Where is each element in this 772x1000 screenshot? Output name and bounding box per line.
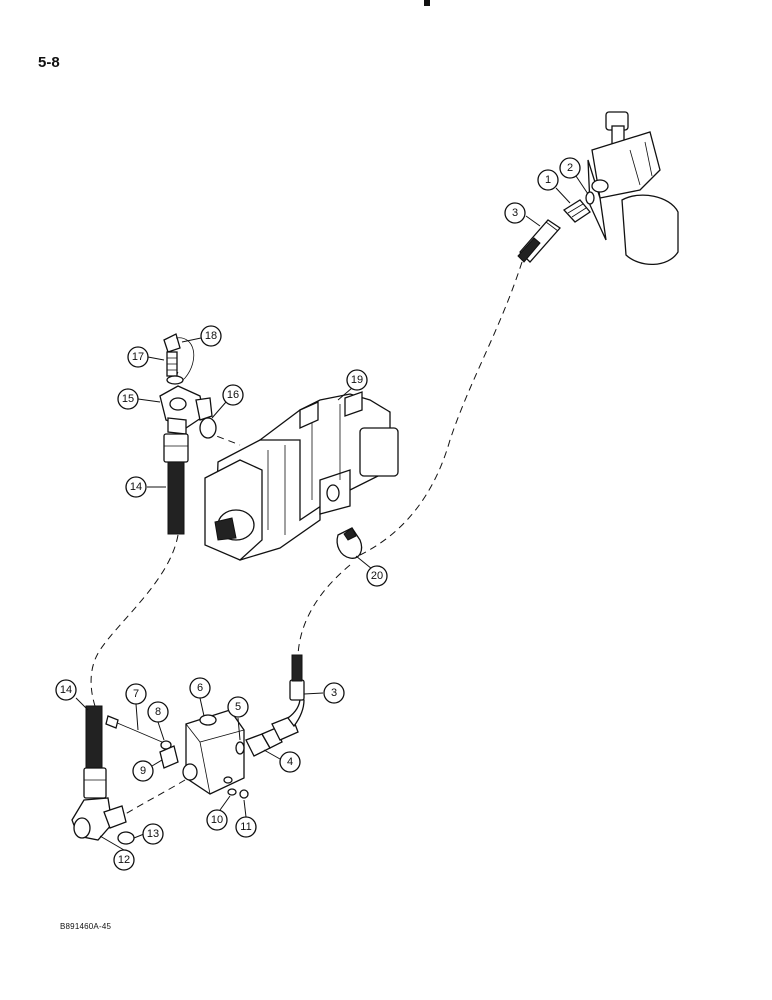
- svg-text:17: 17: [132, 351, 144, 363]
- page-number: 5-8: [38, 54, 60, 71]
- part-13-o-ring: [117, 831, 135, 845]
- callout-20: 20: [366, 565, 388, 587]
- callout-14-lower: 14: [55, 679, 77, 701]
- leader-17: [147, 356, 165, 361]
- svg-text:9: 9: [140, 765, 146, 777]
- callout-14-upper: 14: [125, 476, 147, 498]
- callout-11: 11: [235, 816, 257, 838]
- leader-10: [219, 795, 231, 811]
- part-5-o-ring: [235, 741, 245, 755]
- hose-route-lower-right: [297, 564, 351, 656]
- callout-5: 5: [227, 696, 249, 718]
- svg-text:5: 5: [235, 701, 241, 713]
- leader-8: [157, 721, 165, 741]
- leader-4: [263, 749, 281, 760]
- svg-text:19: 19: [351, 374, 363, 386]
- leader-6: [199, 697, 205, 717]
- svg-text:3: 3: [331, 687, 337, 699]
- part-3-hose-upper: [517, 219, 561, 263]
- leader-19: [337, 387, 353, 401]
- part-7-bolt: [105, 715, 163, 743]
- part-17-test-fitting: [166, 351, 184, 385]
- svg-text:20: 20: [371, 570, 383, 582]
- svg-text:8: 8: [155, 706, 161, 718]
- part-3-hose-lower: [271, 654, 305, 741]
- callout-7: 7: [125, 683, 147, 705]
- leader-11: [243, 799, 247, 818]
- callout-6: 6: [189, 677, 211, 699]
- leader-20: [355, 555, 373, 570]
- callout-3-lower: 3: [323, 682, 345, 704]
- hydraulic-pump: [204, 391, 399, 561]
- part-12-elbow: [71, 797, 127, 841]
- part-14-hose-upper: [163, 433, 189, 535]
- svg-text:16: 16: [227, 389, 239, 401]
- svg-text:14: 14: [130, 481, 142, 493]
- leader-14b: [75, 697, 89, 711]
- part-20-hose-clamp: [336, 527, 363, 559]
- svg-text:12: 12: [118, 854, 130, 866]
- svg-text:13: 13: [147, 828, 159, 840]
- hose-route-upper: [359, 261, 523, 556]
- leader-12: [99, 835, 125, 851]
- svg-text:4: 4: [287, 756, 293, 768]
- part-11-plug: [239, 789, 249, 799]
- svg-text:1: 1: [545, 174, 551, 186]
- callout-16: 16: [222, 384, 244, 406]
- part-9-spacer: [159, 745, 179, 769]
- leader-3a: [525, 215, 541, 227]
- callout-13: 13: [142, 823, 164, 845]
- svg-text:18: 18: [205, 330, 217, 342]
- leader-16: [211, 401, 227, 419]
- top-edge-mark: [424, 0, 430, 6]
- leader-9: [151, 759, 163, 767]
- svg-text:7: 7: [133, 688, 139, 700]
- callout-15: 15: [117, 388, 139, 410]
- callout-18: 18: [200, 325, 222, 347]
- leader-5: [237, 717, 241, 741]
- svg-text:10: 10: [211, 814, 223, 826]
- callout-17: 17: [127, 346, 149, 368]
- part-10-washer: [227, 788, 237, 796]
- callout-4: 4: [279, 751, 301, 773]
- leader-18: [181, 337, 202, 343]
- part-2-o-ring: [585, 191, 595, 205]
- part-1-adapter: [562, 199, 591, 223]
- leader-15: [137, 398, 161, 403]
- svg-text:6: 6: [197, 682, 203, 694]
- svg-text:11: 11: [240, 821, 251, 833]
- callout-3-upper: 3: [504, 202, 526, 224]
- svg-text:2: 2: [567, 162, 573, 174]
- part-6-valve-block: [182, 709, 245, 795]
- part-16-o-ring: [199, 417, 217, 439]
- leader-2: [575, 175, 589, 195]
- hose-route-left: [90, 534, 179, 707]
- figure-code: B891460A-45: [60, 922, 112, 931]
- leader-3b: [303, 692, 324, 695]
- svg-text:14: 14: [60, 684, 72, 696]
- leader-13: [133, 833, 145, 839]
- callout-19: 19: [346, 369, 368, 391]
- svg-text:3: 3: [512, 207, 518, 219]
- leader-1: [555, 187, 571, 204]
- part-14-hose-lower: [83, 705, 107, 799]
- callout-2: 2: [559, 157, 581, 179]
- callout-12: 12: [113, 849, 135, 871]
- steering-control-unit: [587, 111, 679, 266]
- leader-7: [135, 703, 139, 731]
- svg-text:15: 15: [122, 393, 134, 405]
- callout-1: 1: [537, 169, 559, 191]
- callout-9: 9: [132, 760, 154, 782]
- callout-8: 8: [147, 701, 169, 723]
- callout-10: 10: [206, 809, 228, 831]
